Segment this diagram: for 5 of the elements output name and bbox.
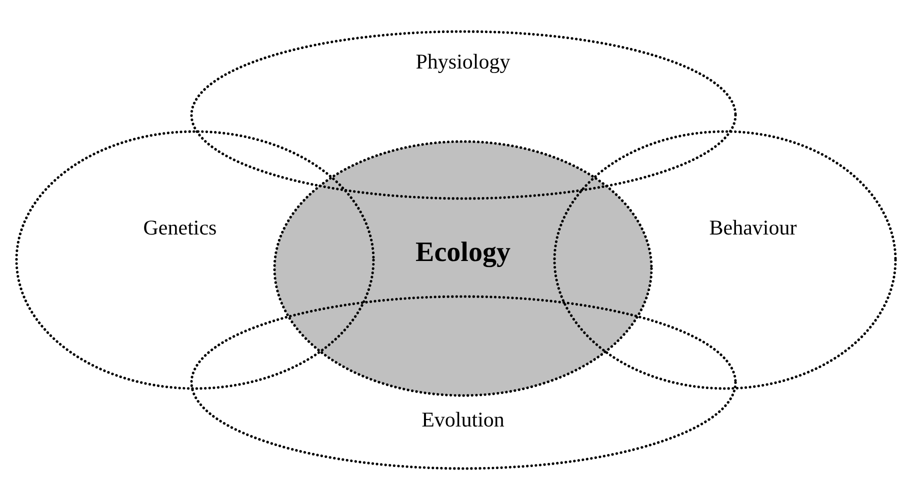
topic-label: Ecology — [416, 237, 510, 269]
topic-label: Physiology — [416, 50, 510, 74]
topic-label: Behaviour — [709, 216, 797, 240]
topic-label: Genetics — [143, 216, 217, 240]
topic-label: Evolution — [422, 408, 504, 432]
